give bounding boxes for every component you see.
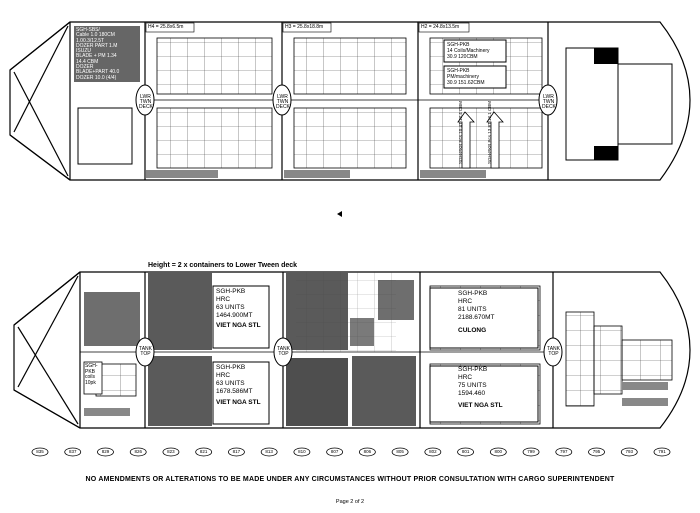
- frame-number: 826: [134, 448, 142, 454]
- frame-oval: [293, 447, 311, 457]
- dim-h3: H3 = 25.8x18.8m: [285, 24, 324, 30]
- frame-oval: [424, 447, 442, 457]
- frame-number: 807: [330, 448, 339, 454]
- hold-1-dark-cargo: [74, 26, 140, 82]
- tank-label-1: TANK TOP: [139, 346, 152, 357]
- deck-label-1: LWR TWN DECK: [139, 94, 153, 110]
- frame-oval: [162, 447, 180, 457]
- frame-oval: [260, 447, 278, 457]
- frame-number: 823: [167, 448, 175, 454]
- frame-oval: [97, 447, 114, 457]
- deck-label-3: LWR TWN DECK: [542, 94, 556, 110]
- h2-cargo-box-1: SGH-PKB 14 Coils/Machinery 30.9 120CBM: [447, 42, 490, 60]
- small-cargo-box: SGH- PKB coils 10pk: [85, 363, 98, 386]
- frame-oval: [129, 447, 147, 457]
- cargo-lower-right: SGH-PKB HRC 75 UNITS 1594.460 VIET NGA S…: [458, 366, 503, 409]
- frame-number: 810: [298, 448, 306, 454]
- frame-oval: [555, 447, 573, 457]
- frame-oval: [64, 447, 82, 457]
- frame-number: 821: [199, 448, 208, 454]
- h2-cargo-box-2: SGH-PKB PM/machinery 30.9 151.62CBM: [447, 68, 485, 86]
- frame-number: 817: [232, 448, 241, 454]
- frame-number: 837: [68, 448, 77, 454]
- upper-ship-outline: [9, 21, 691, 181]
- frame-number: 797: [560, 448, 568, 454]
- frame-number: 791: [658, 448, 666, 454]
- frame-oval: [358, 447, 376, 457]
- frame-number: 801: [461, 448, 470, 454]
- frame-oval: [653, 447, 671, 457]
- height-note: Height = 2 x containers to Lower Tween d…: [148, 262, 298, 269]
- frame-number: 802: [429, 448, 437, 454]
- hold-1-empty-box: [77, 107, 133, 165]
- deck-label-2: LWR TWN DECK: [276, 94, 290, 110]
- frame-oval: [326, 447, 344, 457]
- frame-oval: [588, 447, 605, 457]
- frame-number: 806: [363, 448, 372, 454]
- h2-vertical-label-2: SGH-PKB Pcs 13.8T 13.1 CBM: [487, 101, 492, 164]
- h2-vertical-label-1: SGH-PKB Pcs 10.4T 13.4 CBM: [458, 101, 463, 164]
- tank-label-3: TANK TOP: [547, 346, 560, 357]
- frame-ovals: [31, 447, 671, 457]
- frame-oval: [457, 447, 474, 457]
- frame-number: 795: [592, 448, 601, 454]
- frame-oval: [522, 447, 540, 457]
- cargo-lower-left: SGH-PKB HRC 63 UNITS 1678.586MT VIET NGA…: [216, 364, 261, 406]
- frame-oval: [620, 447, 638, 457]
- frame-number: 805: [396, 448, 404, 454]
- frame-number: 800: [494, 448, 503, 454]
- frame-number: 835: [36, 448, 44, 454]
- frame-oval: [391, 447, 409, 457]
- page-number: Page 2 of 2: [335, 499, 365, 505]
- hold-1-cargo-list: SGH-SBS/ Cable 1.0 180CM 1.00.3/12.5T DO…: [76, 27, 120, 81]
- engine-room-upper: [565, 47, 673, 161]
- frame-number: 799: [527, 448, 535, 454]
- frame-oval: [489, 447, 507, 457]
- frame-oval: [31, 447, 49, 457]
- frame-oval: [195, 447, 213, 457]
- cargo-upper-right: SGH-PKB HRC 81 UNITS 2188.670MT CULONG: [458, 290, 495, 334]
- dim-h2: H2 = 24.8x13.5m: [421, 24, 460, 30]
- disclaimer: NO AMENDMENTS OR ALTERATIONS TO BE MADE …: [85, 476, 615, 483]
- frame-number: 813: [265, 448, 273, 454]
- frame-oval: [228, 447, 245, 457]
- frame-number: 793: [625, 448, 633, 454]
- frame-number: 829: [101, 448, 110, 454]
- dim-h4: H4 = 25.8x6.5m: [148, 24, 184, 30]
- cargo-upper-left: SGH-PKB HRC 63 UNITS 1464.900MT VIET NGA…: [216, 288, 261, 329]
- tank-label-2: TANK TOP: [277, 346, 290, 357]
